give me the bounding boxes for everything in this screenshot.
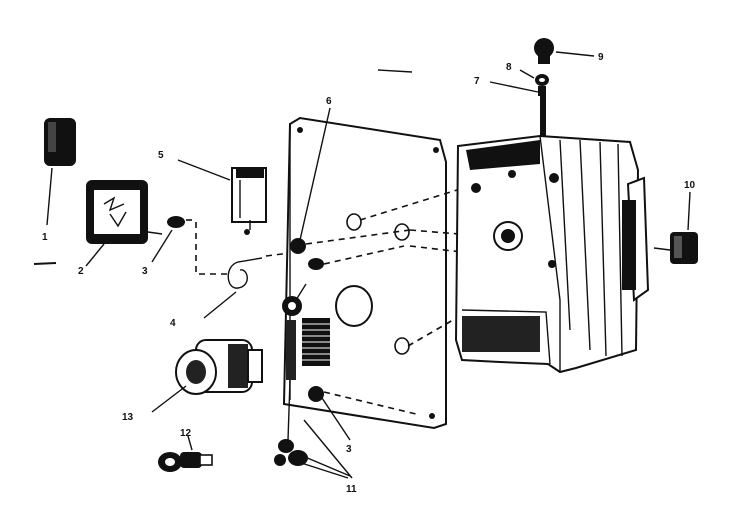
callout-1: 1 xyxy=(42,232,48,243)
callout-7: 7 xyxy=(474,76,480,87)
leader-11b xyxy=(303,419,353,479)
callout-11: 11 xyxy=(346,484,357,495)
mounting-plate xyxy=(274,116,447,466)
leader-6 xyxy=(299,107,331,241)
part-13-knob-assembly xyxy=(151,339,263,413)
part-3-nut-left xyxy=(151,216,196,263)
callout-9: 9 xyxy=(598,52,604,63)
callout-5: 5 xyxy=(158,150,164,161)
callout-8: 8 xyxy=(506,62,512,73)
leader-3b xyxy=(321,397,351,441)
callout-3-left: 3 xyxy=(142,266,148,277)
stray-dash xyxy=(377,69,413,73)
housing xyxy=(454,92,650,374)
leader-11a xyxy=(291,459,349,479)
part-7-stem xyxy=(489,81,546,96)
callout-3-right: 3 xyxy=(346,444,352,455)
part-2-indicator-plate xyxy=(85,180,163,267)
stray-dash xyxy=(33,262,57,265)
callout-2: 2 xyxy=(78,266,84,277)
part-5-timer-block xyxy=(177,159,267,235)
callout-13: 13 xyxy=(122,412,134,423)
callout-4: 4 xyxy=(170,318,176,329)
part-12-fitting xyxy=(158,435,213,472)
part-1-knob xyxy=(44,118,76,226)
part-8-washer xyxy=(519,69,549,86)
callout-12: 12 xyxy=(180,428,192,439)
callout-10: 10 xyxy=(684,180,696,191)
leader-11c xyxy=(297,453,351,477)
callout-6: 6 xyxy=(326,96,332,107)
part-9-cap xyxy=(534,38,595,64)
part-10-side-knob xyxy=(653,191,698,264)
